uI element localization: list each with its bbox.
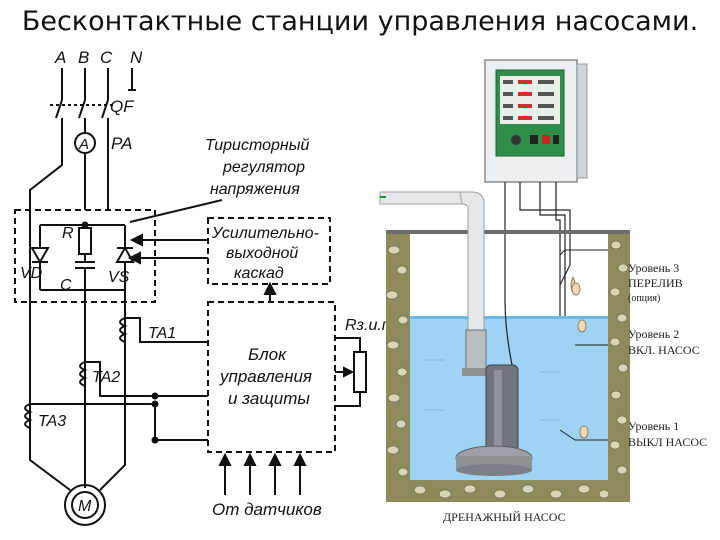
level-1-label: Уровень 1 ВЫКЛ НАСОС bbox=[628, 419, 707, 449]
svg-text:ВЫКЛ НАСОС: ВЫКЛ НАСОС bbox=[628, 435, 707, 449]
diode-label: VD bbox=[20, 265, 43, 282]
transformer-ta2: TA2 bbox=[79, 361, 208, 397]
electrical-circuit: A B C N QF A PA bbox=[14, 48, 391, 526]
tank-wall-left bbox=[386, 232, 410, 502]
ammeter-symbol: A bbox=[78, 136, 89, 153]
thyristor-label: VS bbox=[108, 269, 130, 286]
svg-text:напряжения: напряжения bbox=[210, 181, 300, 198]
svg-text:каскад: каскад bbox=[234, 265, 284, 282]
pump-caption: ДРЕНАЖНЫЙ НАСОС bbox=[443, 510, 566, 524]
phase-b-label: B bbox=[78, 48, 89, 67]
svg-text:ПЕРЕЛИВ: ПЕРЕЛИВ bbox=[628, 276, 683, 290]
svg-text:TA2: TA2 bbox=[92, 369, 120, 386]
float-switch-level-1 bbox=[579, 425, 589, 439]
phase-c-label: C bbox=[100, 48, 113, 67]
control-cabinet bbox=[484, 59, 588, 183]
amplifier-box bbox=[207, 217, 331, 285]
svg-text:и защиты: и защиты bbox=[228, 389, 310, 408]
svg-text:ВКЛ. НАСОС: ВКЛ. НАСОС bbox=[628, 343, 700, 357]
sensors-label: От датчиков bbox=[212, 500, 322, 519]
svg-text:(опция): (опция) bbox=[628, 293, 660, 304]
transformer-ta1: TA1 bbox=[119, 317, 208, 343]
svg-text:Уровень 3: Уровень 3 bbox=[628, 261, 679, 275]
page-title: Бесконтактные станции управления насосам… bbox=[21, 6, 699, 37]
control-block-box bbox=[207, 301, 336, 453]
thyristor-vs bbox=[115, 245, 135, 263]
phase-a-label: A bbox=[54, 48, 66, 67]
svg-text:управления: управления bbox=[219, 367, 312, 386]
breaker-label: QF bbox=[110, 97, 135, 116]
control-block-label: Блок управления и защиты bbox=[219, 345, 312, 408]
level-2-label: Уровень 2 ВКЛ. НАСОС bbox=[628, 327, 700, 357]
pump-station: Уровень 3 ПЕРЕЛИВ (опция) Уровень 2 ВКЛ.… bbox=[379, 59, 707, 524]
svg-text:Уровень 2: Уровень 2 bbox=[628, 327, 679, 341]
svg-text:TA1: TA1 bbox=[148, 325, 176, 342]
resistor-r bbox=[78, 227, 92, 255]
panel-knob bbox=[511, 135, 521, 145]
svg-text:выходной: выходной bbox=[226, 245, 298, 262]
svg-text:Усилительно-: Усилительно- bbox=[211, 225, 319, 242]
rheostat: Rз.и.п bbox=[335, 317, 391, 407]
amplifier-label: Усилительно- выходной каскад bbox=[211, 225, 319, 282]
level-3-label: Уровень 3 ПЕРЕЛИВ (опция) bbox=[628, 261, 683, 304]
resistor-label: R bbox=[62, 225, 74, 242]
rheostat-label: Rз.и.п bbox=[345, 317, 391, 334]
phase-n-label: N bbox=[130, 48, 143, 67]
svg-text:Тиристорный: Тиристорный bbox=[205, 137, 309, 154]
float-switch-level-2 bbox=[577, 319, 587, 333]
svg-text:Уровень 1: Уровень 1 bbox=[628, 419, 679, 433]
regulator-label: Тиристорный регулятор напряжения bbox=[205, 137, 309, 198]
motor-m: M bbox=[64, 484, 106, 526]
ammeter-pa: A PA bbox=[74, 132, 132, 154]
drainage-pump bbox=[455, 299, 533, 476]
diode-vd bbox=[30, 247, 50, 265]
svg-text:TA3: TA3 bbox=[38, 413, 66, 430]
motor-label: M bbox=[78, 498, 92, 515]
breaker-qf: QF bbox=[50, 97, 135, 119]
svg-text:регулятор: регулятор bbox=[222, 159, 305, 176]
capacitor-label: C bbox=[60, 277, 72, 294]
float-switch-level-3 bbox=[570, 276, 581, 296]
transformer-ta3: TA3 bbox=[24, 403, 208, 441]
svg-text:Блок: Блок bbox=[248, 345, 287, 364]
ammeter-label: PA bbox=[111, 134, 132, 153]
